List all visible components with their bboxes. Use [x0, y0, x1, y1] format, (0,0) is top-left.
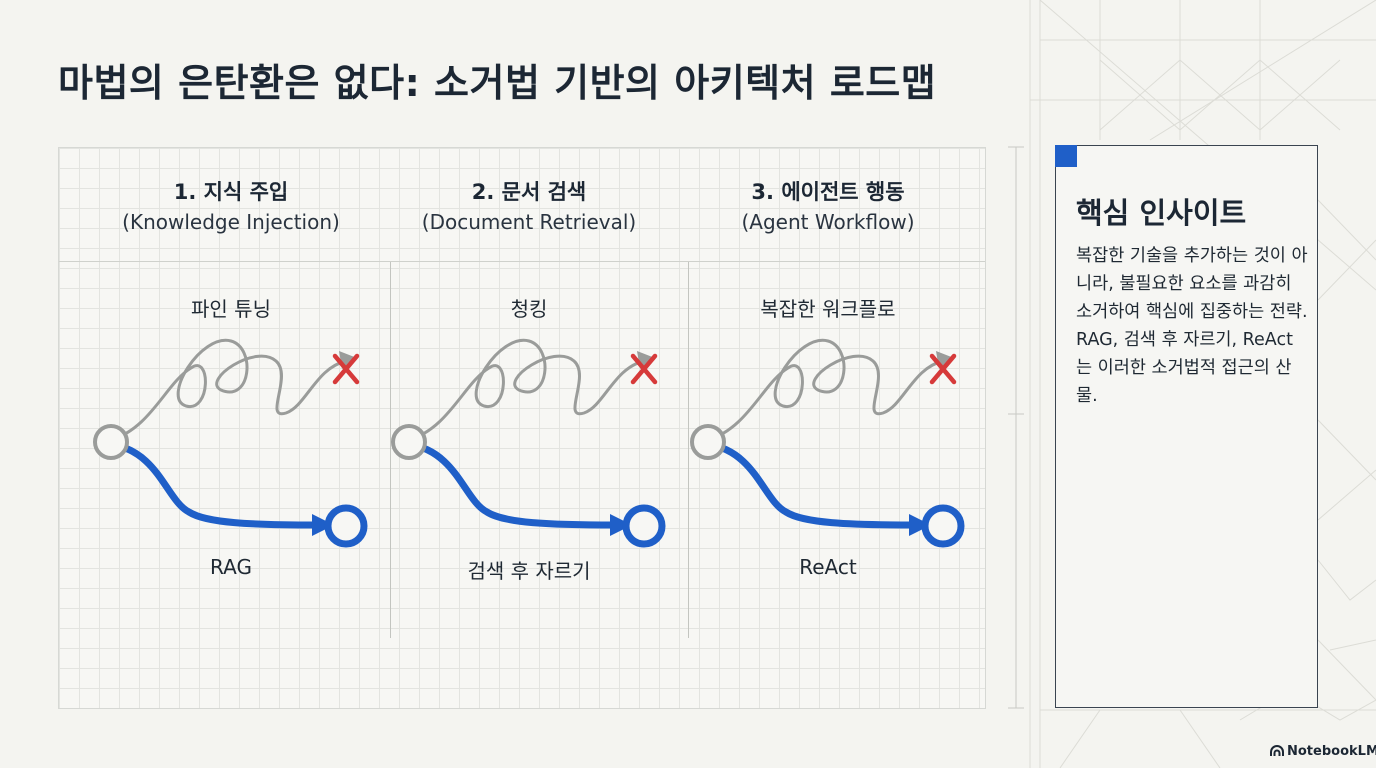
notebooklm-logo-icon: [1270, 745, 1284, 756]
approach-flow: [93, 338, 368, 548]
card-accent-square: [1055, 145, 1077, 167]
fail-x-icon: [630, 353, 658, 385]
goal-node-icon: [622, 504, 666, 548]
arrow-head-icon: [610, 514, 632, 536]
brand-watermark: NotebookLM: [1270, 744, 1376, 759]
direct-path: [405, 440, 619, 529]
stage-heading: 3. 에이전트 행동: [751, 180, 905, 204]
column-divider: [688, 262, 689, 638]
failed-approach-label: 청킹: [510, 297, 548, 321]
fail-x-icon: [929, 353, 957, 385]
brand-label: NotebookLM: [1287, 744, 1376, 759]
successful-approach-label: 검색 후 자르기: [467, 559, 591, 583]
failed-approach-label: 파인 튜닝: [191, 297, 271, 321]
stage-subheading: (Knowledge Injection): [122, 210, 340, 234]
goal-node-icon: [921, 504, 965, 548]
insight-body: 복잡한 기술을 추가하는 것이 아니라, 불필요한 요소를 과감히 소거하여 핵…: [1076, 246, 1308, 406]
tangled-path: [407, 338, 646, 442]
insight-card: 핵심 인사이트 복잡한 기술을 추가하는 것이 아니라, 불필요한 요소를 과감…: [1055, 145, 1318, 708]
approach-flow: [690, 338, 965, 548]
stage-heading: 2. 문서 검색: [471, 180, 587, 204]
page-title: 마법의 은탄환은 없다: 소거법 기반의 아키텍처 로드맵: [58, 61, 937, 105]
arrow-head-icon: [312, 514, 334, 536]
successful-approach-label: RAG: [210, 555, 252, 579]
approach-flow: [391, 338, 666, 548]
insight-title: 핵심 인사이트: [1076, 196, 1247, 230]
stage-subheading: (Document Retrieval): [421, 210, 637, 234]
stage-knowledge-injection: 1. 지식 주입 (Knowledge Injection) 파인 튜닝 RAG: [81, 148, 381, 708]
start-node-icon: [690, 424, 726, 460]
tangled-path: [109, 338, 348, 442]
direct-path: [107, 440, 321, 529]
failed-approach-label: 복잡한 워크플로: [760, 297, 896, 321]
tangled-path: [706, 338, 945, 442]
start-node-icon: [391, 424, 427, 460]
stage-heading: 1. 지식 주입: [173, 180, 289, 204]
stage-subheading: (Agent Workflow): [741, 210, 915, 234]
stage-document-retrieval: 2. 문서 검색 (Document Retrieval) 청킹 검색 후 자르…: [379, 148, 679, 708]
stage-agent-workflow: 3. 에이전트 행동 (Agent Workflow) 복잡한 워크플로 ReA…: [678, 148, 978, 708]
roadmap-diagram: 1. 지식 주입 (Knowledge Injection) 파인 튜닝 RAG…: [58, 147, 986, 709]
successful-approach-label: ReAct: [799, 555, 857, 579]
fail-x-icon: [332, 353, 360, 385]
arrow-head-icon: [909, 514, 931, 536]
direct-path: [704, 440, 918, 529]
start-node-icon: [93, 424, 129, 460]
goal-node-icon: [324, 504, 368, 548]
header-divider: [59, 261, 985, 262]
column-divider: [390, 262, 391, 638]
